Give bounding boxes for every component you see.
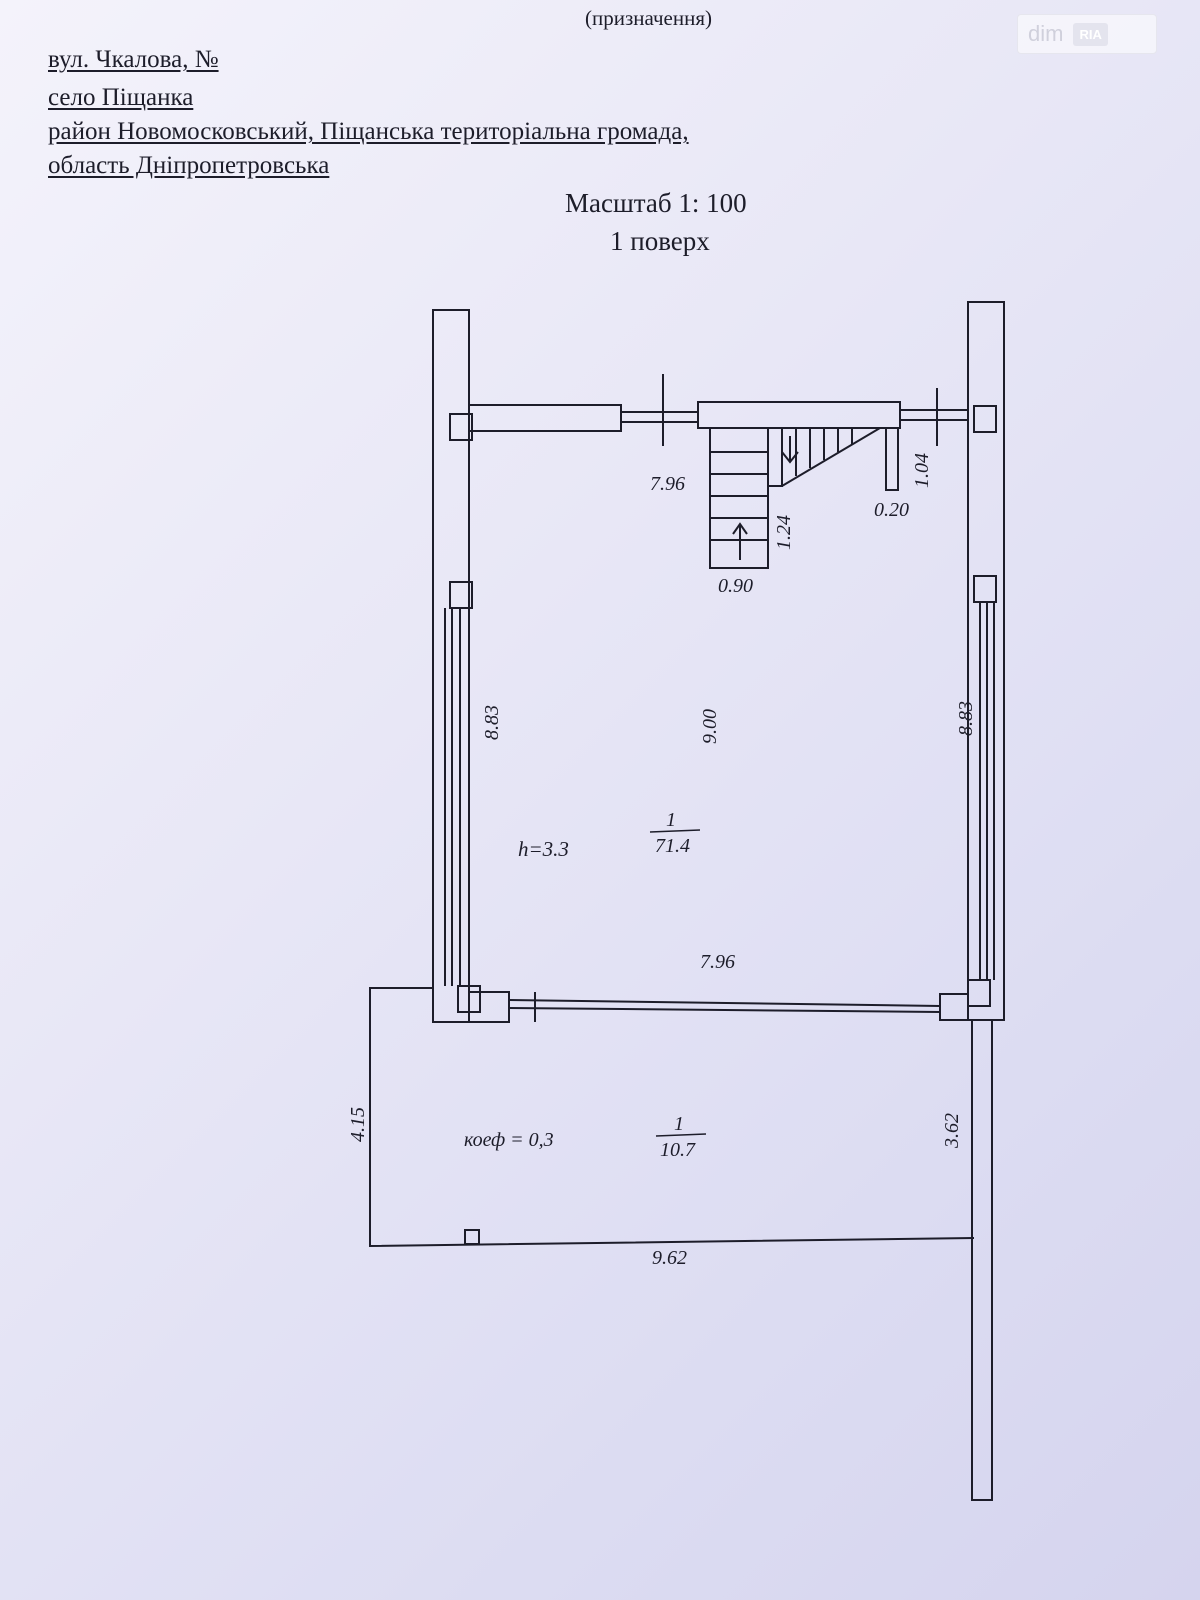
dim-wall-height: 1.04 xyxy=(911,453,933,488)
purpose-caption: (призначення) xyxy=(585,6,712,30)
bottom-window xyxy=(508,999,941,1007)
room-main-ceiling: h=3.3 xyxy=(518,837,569,861)
address-district: район Новомосковський, Піщанська територ… xyxy=(48,118,689,145)
dim-terrace-right: 3.62 xyxy=(941,1113,963,1149)
room-main-number: 1 xyxy=(666,809,676,831)
dim-wall-thickness: 0.20 xyxy=(874,499,909,521)
dim-top-width: 7.96 xyxy=(650,473,685,495)
dim-room-length: 9.00 xyxy=(699,709,721,744)
dim-left-height: 8.83 xyxy=(481,705,503,740)
top-wall-right xyxy=(697,401,901,429)
floor-label: 1 поверх xyxy=(610,226,710,256)
site-logo: dim RIA xyxy=(1017,14,1157,54)
pillar xyxy=(973,575,997,603)
staircase xyxy=(709,427,769,569)
terrace-coefficient: коеф = 0,3 xyxy=(464,1129,554,1151)
dim-stair-width: 0.90 xyxy=(718,575,753,597)
address-village: село Піщанка xyxy=(48,84,194,111)
fence-wall xyxy=(971,1019,993,1501)
dim-bottom-width: 7.96 xyxy=(700,951,735,973)
pillar xyxy=(967,979,991,1007)
terrace-number: 1 xyxy=(674,1113,684,1135)
terrace-area: 10.7 xyxy=(660,1139,696,1161)
address-region: область Дніпропетровська xyxy=(48,152,330,179)
dim-right-height: 8.83 xyxy=(955,701,977,736)
top-wall-left xyxy=(468,404,622,432)
logo-text: dim xyxy=(1028,21,1064,46)
dim-terrace-width: 9.62 xyxy=(652,1247,687,1269)
dim-stair-height: 1.24 xyxy=(773,515,795,550)
address-street: вул. Чкалова, № xyxy=(48,46,219,73)
partition xyxy=(885,427,899,491)
dim-terrace-left: 4.15 xyxy=(347,1107,369,1142)
post xyxy=(464,1229,480,1245)
bottom-wall-left xyxy=(468,991,510,1023)
room-main-area: 71.4 xyxy=(655,835,690,857)
logo-badge: RIA xyxy=(1073,22,1108,46)
pillar xyxy=(449,413,473,441)
pillar xyxy=(973,405,997,433)
left-wall xyxy=(432,309,470,1023)
scale-label: Масштаб 1: 100 xyxy=(565,188,747,218)
terrace-outline xyxy=(369,987,975,1248)
